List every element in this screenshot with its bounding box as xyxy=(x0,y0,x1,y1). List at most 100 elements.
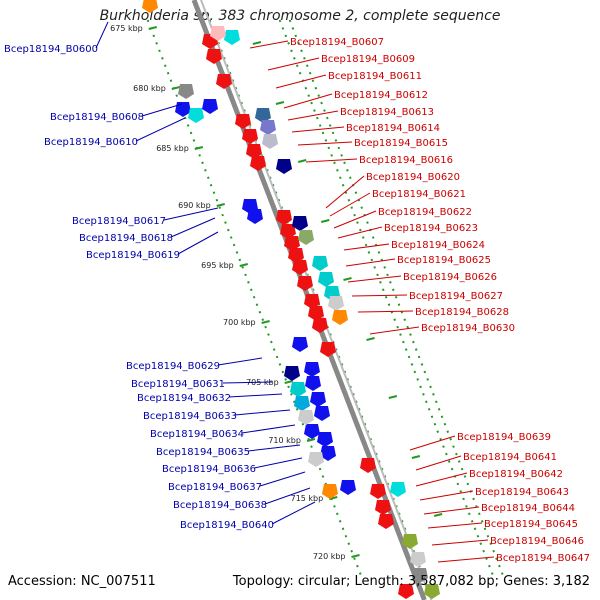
gene-label-left: Bcep18194_B0638 xyxy=(173,500,267,511)
scale-label: 715 kbp xyxy=(291,494,324,503)
scale-tick xyxy=(433,513,443,517)
leader-line xyxy=(347,275,402,283)
scale-tick xyxy=(328,496,338,500)
gene-label-left: Bcep18194_B0635 xyxy=(156,447,250,458)
scale-tick xyxy=(239,263,249,267)
gene-feature xyxy=(317,432,333,447)
gene-feature xyxy=(318,272,334,287)
scale-tick xyxy=(388,395,398,399)
gene-feature xyxy=(328,296,344,311)
gene-feature xyxy=(216,74,232,89)
gene-label-left: Bcep18194_B0640 xyxy=(180,520,274,531)
leader-line xyxy=(177,231,219,255)
leader-line xyxy=(163,207,219,221)
scale-tick xyxy=(366,337,375,341)
gene-label-right: Bcep18194_B0615 xyxy=(354,138,448,149)
gene-label-left: Bcep18194_B0600 xyxy=(4,44,98,55)
gene-feature xyxy=(242,129,258,144)
leader-line xyxy=(325,175,365,209)
leader-line xyxy=(234,409,291,416)
gene-label-left: Bcep18194_B0629 xyxy=(126,361,220,372)
guide-dotted-line xyxy=(278,19,494,576)
leader-line xyxy=(343,243,390,251)
scale-label: 710 kbp xyxy=(268,436,301,445)
scale-tick xyxy=(252,41,262,45)
leader-line xyxy=(170,217,216,238)
gene-feature xyxy=(390,482,406,497)
gene-feature xyxy=(332,310,348,325)
scale-tick xyxy=(306,438,316,442)
gene-feature xyxy=(260,120,276,135)
leader-line xyxy=(291,126,345,133)
leader-line xyxy=(95,21,109,49)
gene-feature xyxy=(298,230,314,245)
gene-feature xyxy=(402,534,418,549)
leader-line xyxy=(253,457,303,469)
gene-feature xyxy=(308,452,324,467)
leader-line xyxy=(415,455,462,471)
scale-label: 690 kbp xyxy=(178,201,211,210)
gene-feature xyxy=(262,134,278,149)
gene-label-left: Bcep18194_B0632 xyxy=(137,393,231,404)
gene-label-right: Bcep18194_B0642 xyxy=(469,469,563,480)
gene-feature xyxy=(235,114,251,129)
scale-label: 680 kbp xyxy=(133,84,166,93)
gene-feature xyxy=(224,30,240,45)
gene-feature xyxy=(298,410,314,425)
guide-dotted-line xyxy=(288,19,504,576)
scale-label: 695 kbp xyxy=(201,261,234,270)
scale-label: 700 kbp xyxy=(223,318,256,327)
gene-label-right: Bcep18194_B0641 xyxy=(463,452,557,463)
gene-label-right: Bcep18194_B0614 xyxy=(346,123,440,134)
gene-label-right: Bcep18194_B0639 xyxy=(457,432,551,443)
gene-label-right: Bcep18194_B0646 xyxy=(490,536,584,547)
leader-line xyxy=(437,556,495,563)
gene-feature xyxy=(175,102,191,117)
leader-line xyxy=(329,192,371,217)
scale-tick xyxy=(284,380,293,384)
gene-label-left: Bcep18194_B0618 xyxy=(79,233,173,244)
gene-label-left: Bcep18194_B0617 xyxy=(72,216,166,227)
leader-line xyxy=(217,357,263,366)
gene-feature xyxy=(322,484,338,499)
gene-feature xyxy=(288,248,304,263)
gene-label-right: Bcep18194_B0623 xyxy=(384,223,478,234)
scale-tick xyxy=(321,219,330,223)
leader-line xyxy=(247,444,301,452)
gene-feature xyxy=(370,484,386,499)
gene-feature xyxy=(314,406,330,421)
gene-label-right: Bcep18194_B0613 xyxy=(340,107,434,118)
gene-feature xyxy=(312,256,328,271)
gene-label-right: Bcep18194_B0624 xyxy=(391,240,485,251)
gene-feature xyxy=(304,294,320,309)
leader-line xyxy=(135,117,186,142)
gene-feature xyxy=(250,156,266,171)
gene-label-left: Bcep18194_B0633 xyxy=(143,411,237,422)
gene-feature xyxy=(297,276,313,291)
guide-dotted-line xyxy=(146,19,362,576)
gene-feature xyxy=(246,144,262,159)
gene-label-right: Bcep18194_B0630 xyxy=(421,323,515,334)
leader-line xyxy=(427,522,483,529)
leader-line xyxy=(333,210,377,229)
gene-feature xyxy=(360,458,376,473)
gene-label-left: Bcep18194_B0610 xyxy=(44,137,138,148)
gene-label-right: Bcep18194_B0625 xyxy=(397,255,491,266)
leader-line xyxy=(249,40,289,49)
scale-label: 720 kbp xyxy=(313,552,346,561)
leader-line xyxy=(369,326,420,335)
leader-line xyxy=(267,57,320,71)
gene-label-right: Bcep18194_B0607 xyxy=(290,37,384,48)
gene-feature xyxy=(210,26,226,41)
gene-label-right: Bcep18194_B0628 xyxy=(415,307,509,318)
scale-tick xyxy=(297,159,307,163)
leader-line xyxy=(415,472,468,487)
topology-summary: Topology: circular; Length: 3,587,082 bp… xyxy=(232,574,590,589)
gene-feature xyxy=(178,84,194,99)
scale-label: 685 kbp xyxy=(156,144,189,153)
gene-feature xyxy=(292,260,308,275)
accession-label: Accession: NC_007511 xyxy=(8,574,156,589)
leader-line xyxy=(409,435,456,451)
gene-feature xyxy=(276,210,292,225)
leader-line xyxy=(297,141,353,146)
